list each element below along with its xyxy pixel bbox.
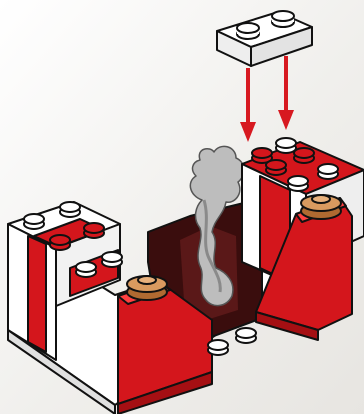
stud-icon [236,328,256,343]
stud-icon [76,262,96,277]
stud-icon [237,23,259,39]
stud-icon [84,223,104,238]
stud-icon [24,214,44,229]
stud-icon [294,148,314,163]
tan-round-plate [301,195,341,219]
stud-icon [50,235,70,250]
stud-icon [288,176,308,191]
stud-icon [60,202,80,217]
stud-icon [272,11,294,27]
stud-icon [208,340,228,355]
stud-icon [318,164,338,179]
stud-icon [276,138,296,153]
stud-icon [266,160,286,175]
tan-round-plate [127,276,167,300]
stud-icon [102,252,122,267]
